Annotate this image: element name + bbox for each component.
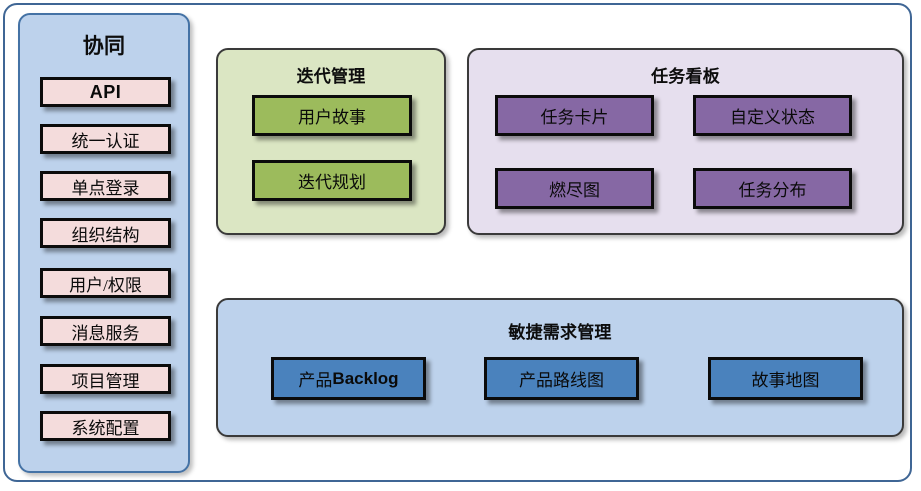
sidebar-title: 协同 xyxy=(82,35,126,58)
agile-node-product-backlog-latin: Backlog xyxy=(332,368,399,388)
taskboard-node-custom-status[interactable]: 自定义状态 xyxy=(693,95,852,136)
taskboard-node-task-distribution[interactable]: 任务分布 xyxy=(693,168,852,209)
sidebar-item-unified-auth[interactable]: 统一认证 xyxy=(40,124,171,154)
sidebar-item-project-management[interactable]: 项目管理 xyxy=(40,364,171,394)
sidebar-item-message-service[interactable]: 消息服务 xyxy=(40,316,171,346)
agile-requirements-title: 敏捷需求管理 xyxy=(508,323,612,342)
sidebar-item-system-config[interactable]: 系统配置 xyxy=(40,411,171,441)
taskboard-node-task-card[interactable]: 任务卡片 xyxy=(495,95,654,136)
taskboard-node-burndown-chart[interactable]: 燃尽图 xyxy=(495,168,654,209)
agile-node-product-roadmap[interactable]: 产品路线图 xyxy=(484,357,639,400)
iteration-management-title: 迭代管理 xyxy=(296,67,366,86)
iteration-node-iteration-planning[interactable]: 迭代规划 xyxy=(252,160,412,201)
sidebar-item-user-permission[interactable]: 用户/权限 xyxy=(40,268,171,298)
agile-node-story-map[interactable]: 故事地图 xyxy=(708,357,863,400)
sidebar-panel-collaboration[interactable]: 协同 API 统一认证 单点登录 组织结构 用户/权限 消息服务 项目管理 系统… xyxy=(18,13,190,473)
agile-node-product-backlog-cjk: 产品 xyxy=(298,371,333,390)
task-board-title: 任务看板 xyxy=(651,67,720,86)
sidebar-item-api[interactable]: API xyxy=(40,77,171,107)
sidebar-item-single-sign-on[interactable]: 单点登录 xyxy=(40,171,171,201)
task-board-panel[interactable]: 任务看板 任务卡片 自定义状态 燃尽图 任务分布 xyxy=(467,48,904,235)
iteration-node-user-story[interactable]: 用户故事 xyxy=(252,95,412,136)
sidebar-item-org-structure[interactable]: 组织结构 xyxy=(40,218,171,248)
iteration-management-panel[interactable]: 迭代管理 用户故事 迭代规划 xyxy=(216,48,446,235)
